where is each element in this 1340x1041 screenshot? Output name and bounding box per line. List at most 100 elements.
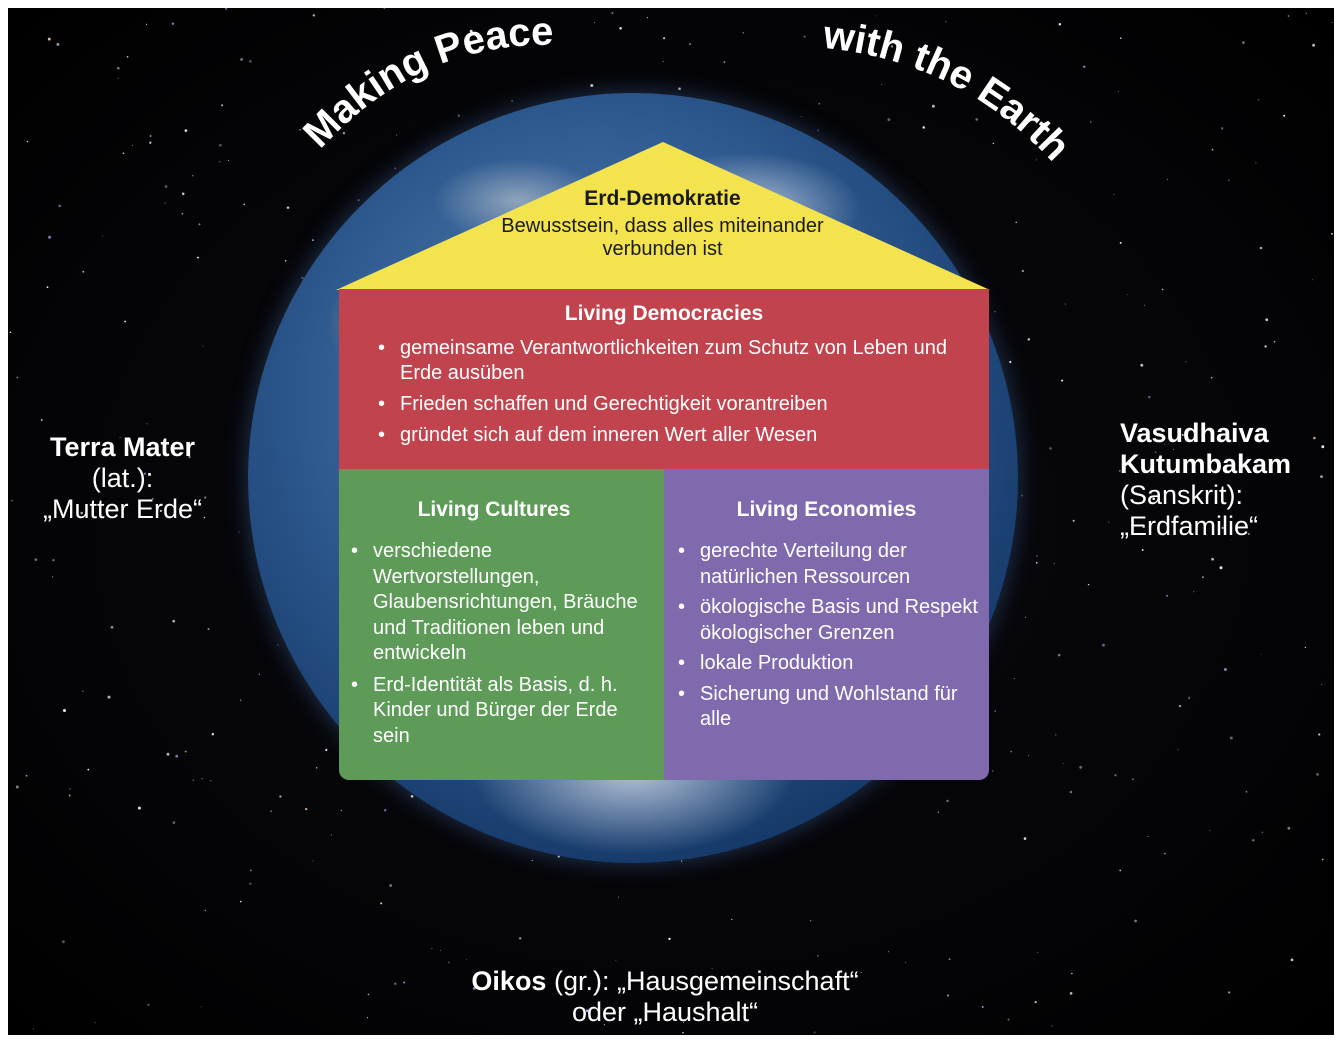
star xyxy=(448,961,450,964)
star xyxy=(270,810,272,812)
star xyxy=(810,920,812,922)
star xyxy=(410,794,414,798)
star xyxy=(1021,269,1025,273)
star xyxy=(210,780,212,782)
star xyxy=(1051,1025,1053,1027)
star xyxy=(1007,1018,1010,1021)
star xyxy=(101,235,103,237)
star xyxy=(211,733,214,736)
star xyxy=(472,987,476,990)
star xyxy=(875,15,877,17)
star xyxy=(603,1024,605,1026)
star xyxy=(1027,754,1030,757)
star xyxy=(82,270,85,273)
star xyxy=(675,990,677,992)
star xyxy=(1331,233,1333,235)
terra-mater-label: Terra Mater (lat.): „Mutter Erde“ xyxy=(20,432,225,525)
star xyxy=(164,202,166,204)
star xyxy=(466,959,468,961)
vasudhaiva-term-2: Kutumbakam xyxy=(1120,449,1292,479)
star xyxy=(937,811,939,813)
star xyxy=(25,774,28,777)
star xyxy=(1152,497,1155,501)
star xyxy=(1209,829,1211,831)
star xyxy=(1283,114,1286,117)
star xyxy=(1320,475,1323,478)
star xyxy=(887,951,889,953)
star xyxy=(1069,992,1073,995)
star xyxy=(1036,555,1038,557)
star xyxy=(1119,869,1122,872)
living-cultures-list: verschiedene Wertvorstellungen, Glaubens… xyxy=(349,539,654,755)
star xyxy=(137,806,141,810)
star xyxy=(994,710,997,712)
star xyxy=(1161,288,1164,291)
star xyxy=(1148,395,1151,399)
star xyxy=(1260,653,1262,655)
star xyxy=(1036,562,1038,564)
star xyxy=(681,860,683,862)
star xyxy=(1228,179,1230,181)
star xyxy=(1304,646,1307,649)
terra-mater-lang: (lat.): xyxy=(91,463,154,493)
star xyxy=(1177,748,1179,750)
star xyxy=(200,1006,202,1008)
star xyxy=(366,1017,369,1019)
star xyxy=(403,981,406,984)
star xyxy=(203,516,206,519)
star xyxy=(1061,379,1064,382)
star xyxy=(63,709,66,712)
star xyxy=(1261,831,1264,834)
star xyxy=(668,937,671,941)
star xyxy=(424,66,427,69)
star xyxy=(227,159,230,162)
star xyxy=(1062,763,1064,764)
star xyxy=(981,1005,984,1008)
star xyxy=(818,102,821,105)
star xyxy=(197,256,199,259)
star xyxy=(678,87,681,91)
star xyxy=(204,909,206,911)
star xyxy=(1118,470,1121,472)
star xyxy=(1181,433,1184,436)
star xyxy=(700,1005,703,1008)
star xyxy=(181,192,185,196)
star xyxy=(1035,159,1038,161)
star xyxy=(905,961,907,964)
star xyxy=(590,84,594,87)
star xyxy=(1221,526,1224,530)
star xyxy=(519,937,522,940)
list-item: gemeinsame Verantwortlichkeiten zum Schu… xyxy=(376,336,976,386)
list-item: Frieden schaffen und Gerechtigkeit voran… xyxy=(376,392,976,417)
star xyxy=(511,99,514,102)
star xyxy=(340,809,342,812)
star xyxy=(1023,837,1027,840)
star xyxy=(1320,684,1322,686)
star xyxy=(663,37,666,40)
star xyxy=(1247,532,1250,535)
star xyxy=(1143,304,1145,306)
star xyxy=(689,43,691,45)
star xyxy=(124,320,126,323)
star xyxy=(243,203,245,206)
living-cultures-title: Living Cultures xyxy=(417,498,571,521)
star xyxy=(711,968,713,970)
terra-mater-meaning: „Mutter Erde“ xyxy=(42,494,203,524)
star xyxy=(646,17,648,19)
star xyxy=(145,23,148,25)
star xyxy=(1164,443,1166,445)
star xyxy=(1164,852,1166,855)
star xyxy=(16,376,19,379)
star xyxy=(457,114,460,117)
star xyxy=(615,959,617,961)
living-democracies-box: Living Democracies gemeinsame Verantwort… xyxy=(339,289,989,469)
star xyxy=(284,259,287,262)
star xyxy=(1102,643,1105,647)
living-economies-title: Living Economies xyxy=(736,498,917,521)
star xyxy=(395,134,398,136)
star xyxy=(146,423,148,425)
star xyxy=(1126,294,1128,296)
star xyxy=(202,345,204,347)
star xyxy=(1193,591,1195,593)
star xyxy=(469,29,473,33)
